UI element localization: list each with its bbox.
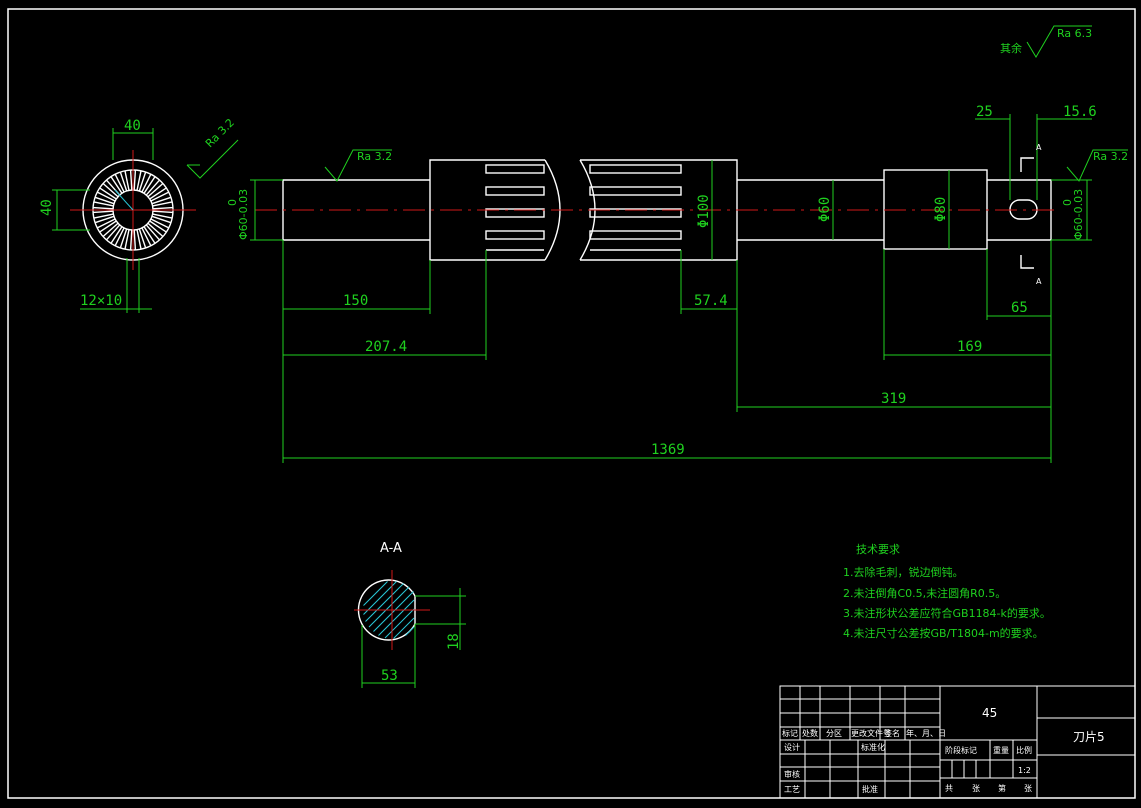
dim-150: 150 [343, 293, 368, 309]
drawing-border [7, 8, 1136, 799]
dim-169: 169 [957, 339, 982, 355]
section-mark-bottom: A [1036, 277, 1042, 286]
tb-h-design: 设计 [784, 742, 800, 752]
tb-h-stage: 阶段标记 [945, 745, 977, 755]
tech-item-2: 2.未注倒角C0.5,未注圆角R0.5。 [843, 586, 1006, 600]
dim-dia60-left-upper: 0 [226, 199, 239, 206]
title-block [779, 685, 1136, 799]
tb-h-mark: 标记 [782, 728, 798, 738]
dim-12x10: 12×10 [80, 293, 122, 309]
ra-shaft-left: Ra 3.2 [357, 150, 392, 163]
end-view-spline [52, 128, 239, 313]
dim-25: 25 [976, 104, 993, 120]
dim-40-top: 40 [124, 118, 141, 134]
dim-57-4: 57.4 [694, 293, 728, 309]
section-title: A-A [380, 541, 402, 556]
tech-item-1: 1.去除毛刺，锐边倒钝。 [843, 565, 964, 579]
section-mark-top: A [1036, 143, 1042, 152]
tb-scale: 1:2 [1018, 766, 1031, 775]
dim-dia60-right: Φ60-0.03 [1072, 189, 1085, 240]
dim-dia100: Φ100 [696, 194, 712, 228]
tb-h-process: 工艺 [784, 785, 800, 794]
section-a-a-view [354, 570, 466, 688]
tb-h-sheet2: 张 [1024, 784, 1032, 793]
tb-h-doc: 更改文件号 [851, 728, 891, 738]
dim-dia80: Φ80 [933, 197, 949, 222]
dim-15-6: 15.6 [1063, 104, 1097, 120]
tech-item-3: 3.未注形状公差应符合GB1184-k的要求。 [843, 606, 1051, 620]
dim-65: 65 [1011, 300, 1028, 316]
dim-40-left: 40 [39, 199, 55, 216]
tb-part-name: 刀片5 [1073, 730, 1105, 744]
dim-18: 18 [446, 633, 462, 650]
technical-requirements: 技术要求 1.去除毛刺，锐边倒钝。 2.未注倒角C0.5,未注圆角R0.5。 3… [843, 543, 1051, 640]
tb-h-approve: 批准 [862, 784, 878, 794]
ra-shaft-right: Ra 3.2 [1093, 150, 1128, 163]
tb-h-count: 处数 [802, 728, 818, 738]
ra-end-view: Ra 3.2 [203, 116, 237, 150]
tb-h-total: 共 [945, 784, 953, 793]
tb-h-sheet: 张 [972, 784, 980, 793]
dim-207-4: 207.4 [365, 339, 407, 355]
tech-item-4: 4.未注尺寸公差按GB/T1804-m的要求。 [843, 626, 1044, 640]
dim-53: 53 [381, 668, 398, 684]
tb-h-std: 标准化 [861, 742, 885, 752]
tb-h-date: 年、月、日 [906, 728, 946, 738]
tech-title: 技术要求 [856, 543, 900, 556]
dim-319: 319 [881, 391, 906, 407]
tb-h-sign: 签名 [884, 728, 900, 738]
dim-dia60-left: Φ60-0.03 [237, 189, 250, 240]
tb-h-no: 第 [998, 783, 1006, 793]
dim-1369: 1369 [651, 442, 685, 458]
ra-rest: Ra 6.3 [1057, 27, 1092, 40]
tb-h-check: 审核 [784, 769, 800, 779]
tb-h-weight: 重量 [993, 745, 1009, 755]
dim-dia60-mid: Φ60 [817, 197, 833, 222]
ra-rest-label: 其余 [1000, 41, 1022, 55]
shaft-main-view [255, 159, 1060, 261]
dim-dia60-right-upper: 0 [1061, 199, 1074, 206]
tb-material: 45 [982, 706, 997, 720]
tb-h-ratio: 比例 [1016, 745, 1032, 755]
tb-h-zone: 分区 [826, 729, 842, 738]
